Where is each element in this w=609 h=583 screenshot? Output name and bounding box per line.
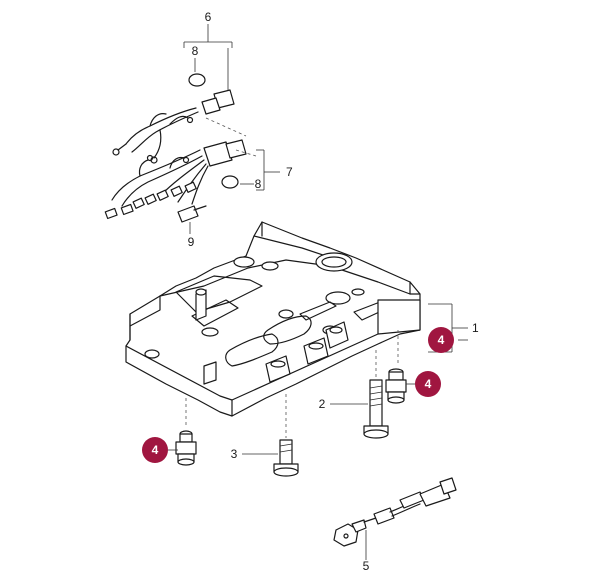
- connector-bracket: [240, 149, 280, 191]
- badge-4-right-top: 4: [428, 327, 454, 353]
- callout-5: 5: [363, 559, 370, 573]
- callout-1: 1: [472, 321, 479, 335]
- badge-4-right-mid: 4: [415, 371, 441, 397]
- hydraulic-plate: [125, 221, 421, 417]
- switch-right: [385, 368, 407, 404]
- callout-6: 6: [205, 10, 212, 24]
- wiring-harness: [104, 89, 257, 220]
- svg-text:4: 4: [425, 377, 432, 391]
- o-ring-top: [188, 73, 206, 87]
- callout-3: 3: [231, 447, 238, 461]
- callout-8-top: 8: [192, 44, 199, 58]
- callout-8-side: 8: [255, 177, 262, 191]
- screw-9: [177, 205, 207, 234]
- svg-text:4: 4: [152, 443, 159, 457]
- harness-bracket: [183, 24, 233, 92]
- svg-text:4: 4: [438, 333, 445, 347]
- callout-9: 9: [188, 235, 195, 249]
- badge-4-left-low: 4: [142, 437, 168, 463]
- sensor-5: [333, 477, 457, 560]
- bolt-short: [242, 439, 299, 477]
- o-ring-side: [221, 175, 239, 189]
- callout-2: 2: [319, 397, 326, 411]
- bolt-long: [330, 379, 389, 439]
- callout-7: 7: [286, 165, 293, 179]
- switch-left: [175, 430, 197, 466]
